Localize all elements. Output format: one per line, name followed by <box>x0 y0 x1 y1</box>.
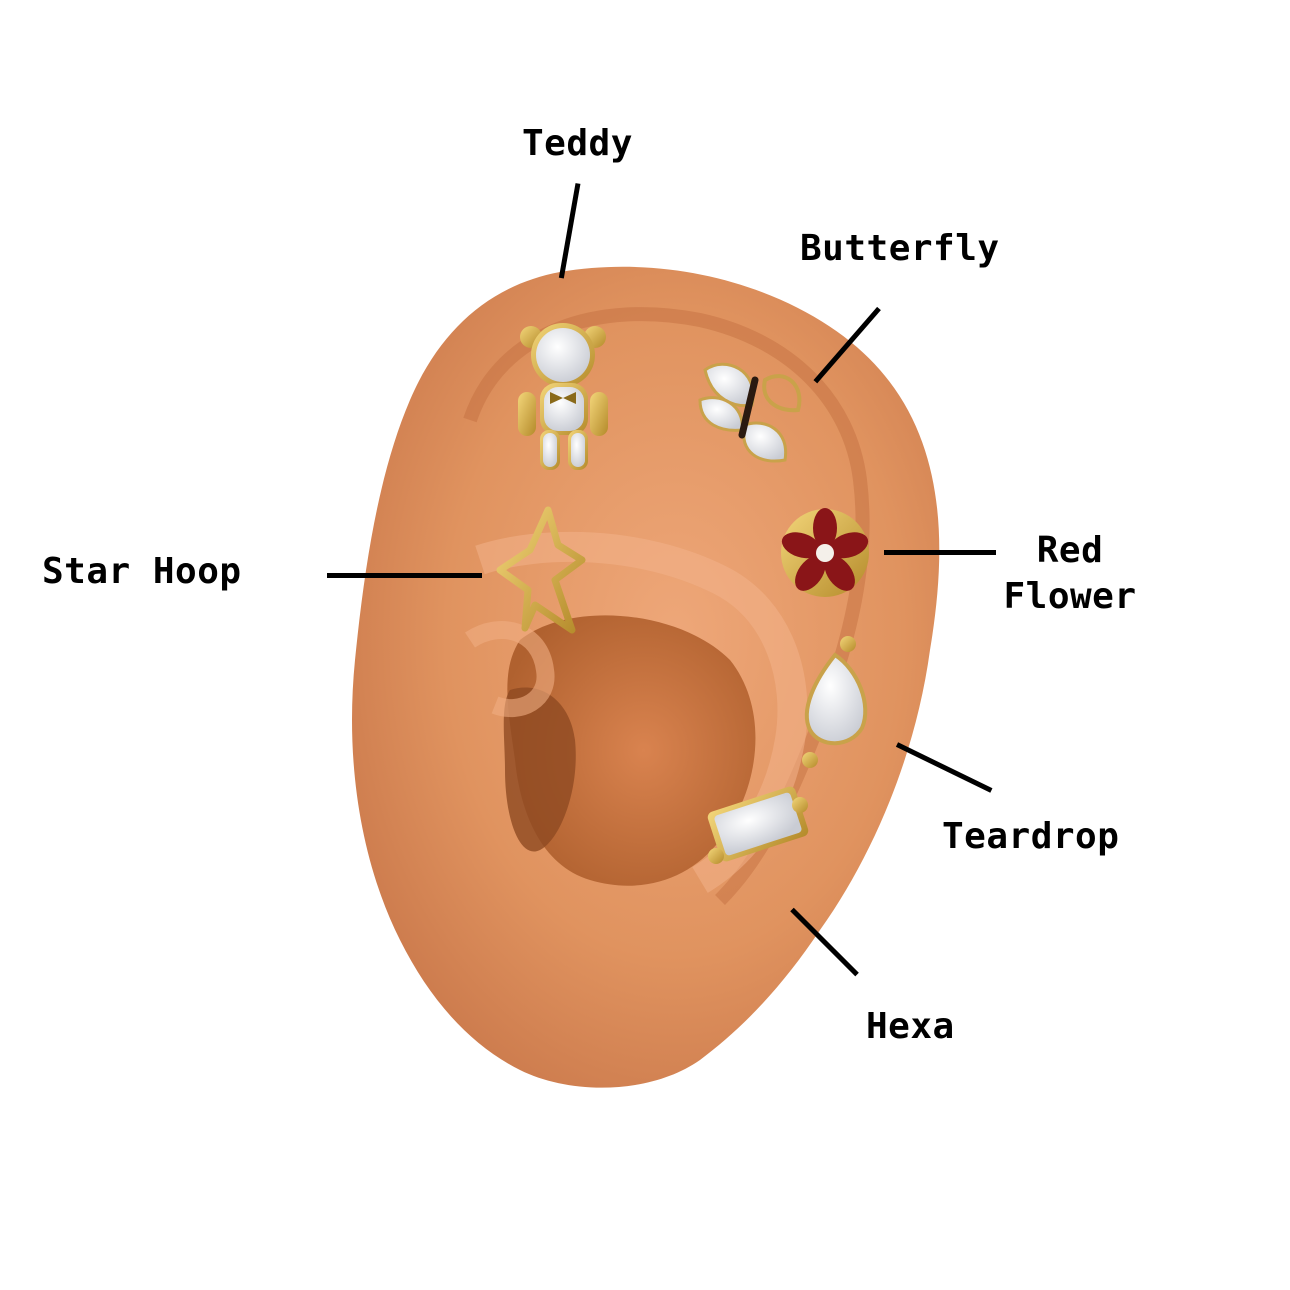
red-flower-leader <box>884 550 996 555</box>
tragus <box>465 621 555 718</box>
star-hoop-leader <box>327 573 482 578</box>
hexa-stud <box>707 786 809 864</box>
teardrop-label: Teardrop <box>942 816 1120 857</box>
ear-canal <box>503 687 576 852</box>
teddy-label: Teddy <box>522 123 633 164</box>
red-flower-label: Red Flower <box>998 528 1142 620</box>
star-hoop-label: Star Hoop <box>42 551 242 592</box>
red-flower-stud <box>781 508 869 597</box>
star-hoop <box>496 506 586 634</box>
helix-fold <box>463 307 870 905</box>
concha <box>507 615 756 886</box>
red-flower-label-line2: Flower <box>1003 576 1137 617</box>
teardrop-stud <box>802 636 868 768</box>
butterfly-label: Butterfly <box>800 228 1000 269</box>
teddy-stud <box>518 323 608 470</box>
hexa-label: Hexa <box>866 1006 955 1047</box>
butterfly-stud <box>698 362 802 463</box>
red-flower-label-line1: Red <box>1036 530 1104 571</box>
